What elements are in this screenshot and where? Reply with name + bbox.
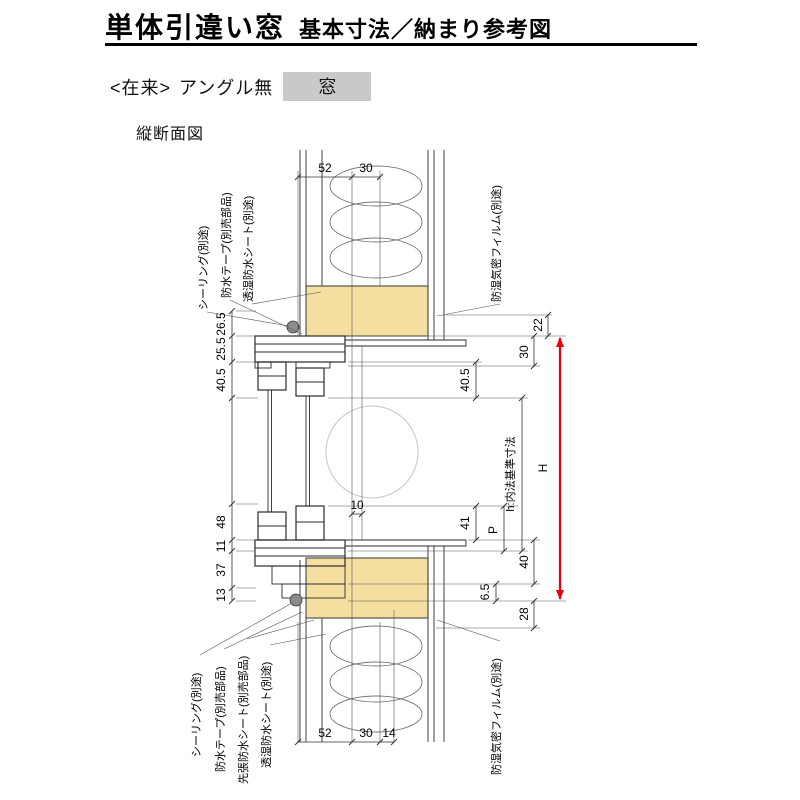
dim-right-41: 41 [458, 516, 472, 530]
dim-left-13: 13 [214, 588, 228, 602]
dim-left-37: 37 [214, 563, 228, 577]
page-subtitle: 基本寸法／納まり参考図 [299, 17, 553, 42]
insulation-coils-top [329, 165, 423, 279]
annotation-sealing-top: シーリング(別途) [196, 226, 210, 310]
angle-type-label: アングル無 [179, 77, 274, 98]
page-header: 単体引違い窓 基本寸法／納まり参考図 [105, 6, 552, 46]
leader-lines [199, 291, 501, 656]
dim-gap-10: 10 [350, 498, 364, 512]
annotation-sheet-bottom: 透湿防水シート(別途) [259, 662, 273, 768]
annotation-sheet-top: 透湿防水シート(別途) [241, 196, 255, 302]
dimension-lines [228, 173, 552, 746]
header-rule [105, 43, 697, 46]
annotation-film-bottom: 防湿気密フィルム(別途) [489, 658, 503, 775]
sealing-dot-top [286, 320, 300, 334]
annotation-film-top: 防湿気密フィルム(別途) [489, 185, 503, 302]
annotation-sealing-bottom: シーリング(別途) [189, 673, 203, 757]
construction-type-label: <在来> [110, 77, 172, 98]
section-view-label: 縦断面図 [136, 126, 205, 143]
dim-right-40-5: 40.5 [458, 368, 472, 392]
dim-left-25-5: 25.5 [214, 337, 228, 361]
dim-right-28: 28 [517, 607, 531, 621]
wall-section-bottom [299, 546, 445, 742]
dim-h-inner: h:内法基準寸法 [503, 436, 517, 511]
head-lumber [305, 285, 429, 337]
dim-top-52: 52 [318, 161, 332, 175]
type-line: <在来> アングル無 窓 [110, 72, 372, 101]
annotation-pre-sheet-bottom: 先張防水シート(別売部品) [236, 656, 250, 784]
dim-bottom-52: 52 [318, 726, 332, 740]
dim-bottom-14: 14 [382, 726, 396, 740]
page-title: 単体引違い窓 [105, 12, 286, 43]
dim-bottom-30: 30 [359, 726, 373, 740]
dim-top-30: 30 [359, 161, 373, 175]
dim-right-40: 40 [517, 555, 531, 569]
detail-circle [325, 405, 419, 499]
dim-left-48: 48 [214, 515, 228, 529]
annotation-tape-bottom: 防水テープ(別売部品) [213, 666, 227, 772]
dim-right-6-5: 6.5 [478, 583, 492, 600]
insulation-coils-bottom [329, 625, 423, 733]
sill-lumber [305, 557, 429, 619]
exterior-sash [257, 361, 287, 541]
extension-lines [236, 171, 566, 742]
dim-p: P [486, 526, 500, 534]
window-type-badge: 窓 [283, 72, 372, 101]
window-head-frame [254, 320, 467, 369]
annotation-tape-top: 防水テープ(別売部品) [219, 192, 233, 298]
sealing-dot-bottom [289, 593, 303, 607]
dim-h-outer: H [536, 464, 550, 473]
dim-left-11: 11 [214, 539, 228, 552]
wall-section-top [299, 150, 445, 340]
dim-left-40-5: 40.5 [214, 368, 228, 392]
dim-left-26-5: 26.5 [214, 312, 228, 336]
window-sill-frame [254, 539, 467, 607]
dim-right-22: 22 [531, 318, 545, 332]
dim-right-30: 30 [517, 345, 531, 359]
interior-sash [295, 367, 325, 541]
